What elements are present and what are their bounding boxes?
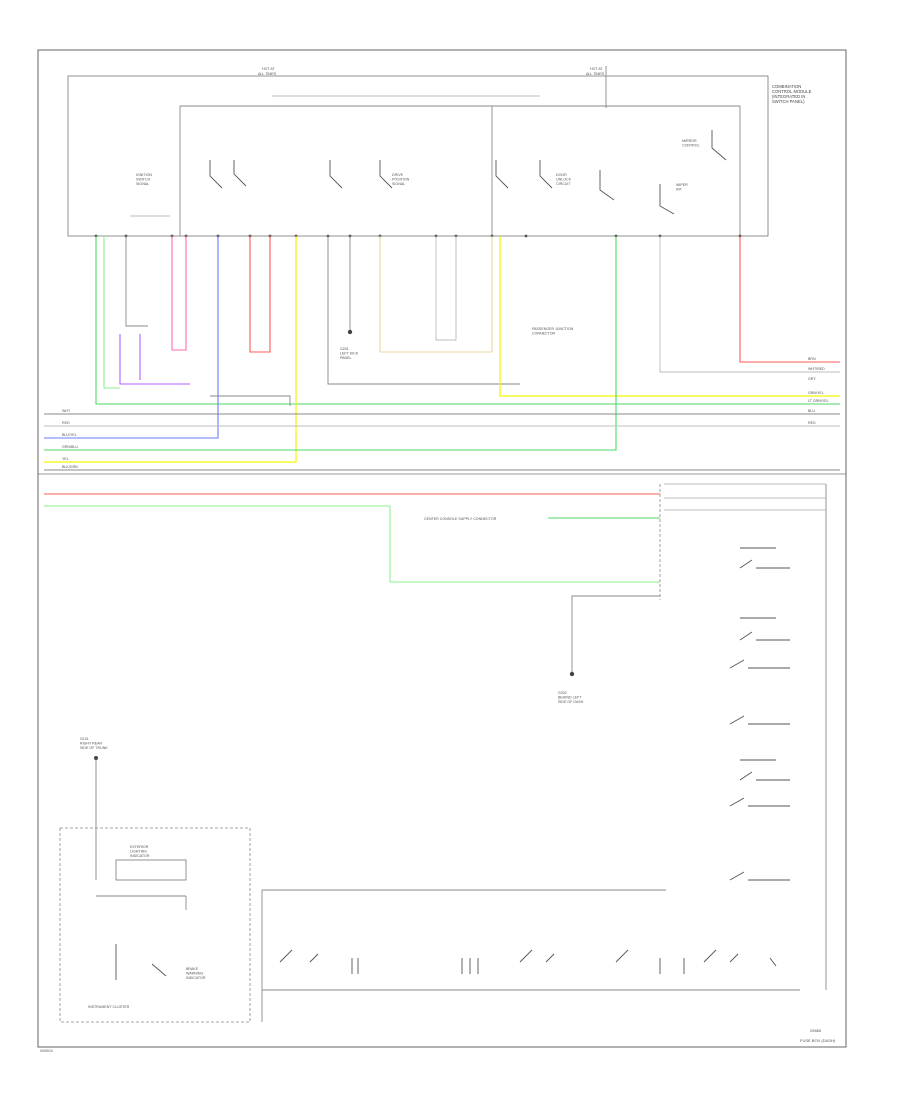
wire-blue	[44, 236, 219, 439]
module-connector-pins	[94, 234, 742, 238]
wire-tag-left: RED	[62, 421, 70, 425]
wire-tag-left: WHT	[62, 409, 71, 413]
footer-right: FUSE BOX (DASH)	[800, 1038, 836, 1043]
junction-block-right	[659, 483, 827, 990]
footer-left: W0004	[40, 1048, 53, 1053]
wire-violet	[119, 334, 190, 385]
ground-g302-dot	[569, 671, 575, 677]
bottom-module-row	[261, 889, 800, 1022]
hot-label-right: HOT AT	[590, 67, 603, 71]
wire-tan-loop	[379, 236, 493, 353]
wire-tag-left: YEL	[62, 457, 69, 461]
footer-code: 25685	[810, 1028, 822, 1033]
wire-green-2	[44, 236, 617, 451]
wire-tag-right: WHT/RED	[808, 367, 825, 371]
right-wire-tags: BRN WHT/RED GRY GRN/YEL LT GRN/YEL BLU RED	[808, 357, 829, 425]
wire-yellow-2	[499, 236, 840, 397]
wire-green-1	[95, 236, 840, 405]
hot-label-right-2: ALL TIMES	[586, 72, 605, 76]
wire-light-green-bus	[44, 505, 660, 583]
wire-tag-right: GRY	[808, 377, 816, 381]
wire-tag-right: BLU	[808, 409, 815, 413]
wire-tag-left: BLU/YEL	[62, 433, 77, 437]
right-switch-column	[729, 547, 790, 881]
wire-tag-right: LT GRN/YEL	[808, 399, 829, 403]
wire-tag-right: GRN/YEL	[808, 391, 824, 395]
wire-red-loop	[249, 236, 271, 353]
wire-red-main	[739, 236, 840, 363]
wire-tag-right: BRN	[808, 357, 816, 361]
wire-gray-d	[659, 236, 840, 373]
wire-pink	[171, 236, 187, 351]
wires-top	[44, 236, 840, 471]
wire-tag-right: RED	[808, 421, 816, 425]
control-module-box	[67, 75, 769, 237]
wire-tag-left: BLK/GRN	[62, 465, 78, 469]
wire-gray-b	[327, 236, 520, 385]
svg-text:INSTRUMENT CLUSTER: INSTRUMENT CLUSTER	[88, 1005, 130, 1009]
wire-light-green-1	[103, 236, 120, 389]
wire-yellow-1	[44, 236, 297, 463]
wire-gray-ground	[571, 595, 660, 672]
hot-label-left-2: ALL TIMES	[258, 72, 277, 76]
wire-gray-bus-3	[210, 395, 291, 406]
left-wire-tags: WHT RED BLU/YEL GRN/BLU YEL BLK/GRN	[62, 409, 78, 469]
diagram-frame	[37, 49, 847, 1048]
wire-gray-a	[125, 236, 148, 327]
connector-note: CENTER CONSOLE SUPPLY CONNECTOR	[424, 517, 497, 521]
wire-tag-left: GRN/BLU	[62, 445, 78, 449]
control-module-label: COMBINATION CONTROL MODULE (INTEGRATED I…	[772, 84, 813, 104]
hot-label-left: HOT AT	[262, 67, 275, 71]
wire-gray-c	[435, 236, 457, 341]
